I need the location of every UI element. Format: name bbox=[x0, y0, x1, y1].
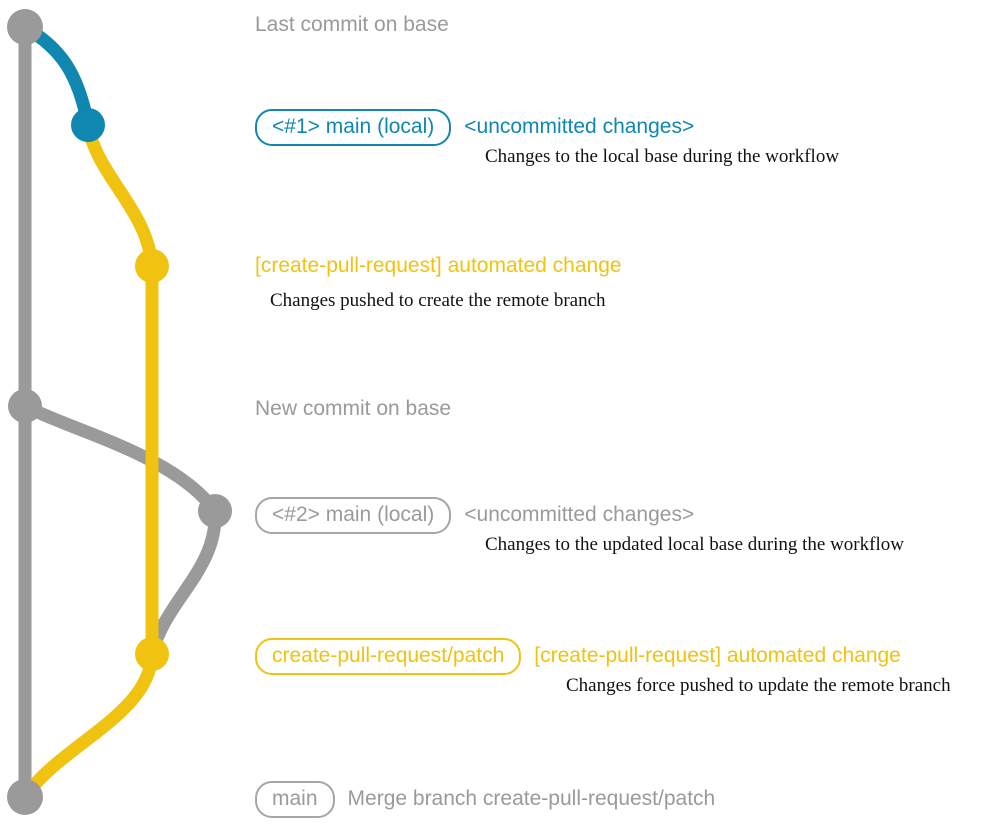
commit-subject: [create-pull-request] automated change bbox=[255, 254, 622, 277]
commit-row-last-commit: Last commit on base bbox=[255, 13, 449, 37]
edge-base-to-merge bbox=[18, 399, 222, 518]
commit-row-new-commit: New commit on base bbox=[255, 397, 451, 421]
commit-subject: <uncommitted changes> bbox=[464, 503, 695, 526]
commit-node-base-2[interactable] bbox=[8, 389, 42, 423]
commit-row-patch-2: create-pull-request/patch [create-pull-r… bbox=[255, 638, 901, 675]
commit-row-patch-1: [create-pull-request] automated change bbox=[255, 254, 622, 278]
edge-patch-to-merge-base bbox=[18, 647, 159, 804]
commit-node-local-2[interactable] bbox=[198, 494, 232, 528]
commit-node-patch-1[interactable] bbox=[135, 249, 169, 283]
commit-row-merge: main Merge branch create-pull-request/pa… bbox=[255, 781, 715, 818]
commit-subject: [create-pull-request] automated change bbox=[534, 644, 901, 667]
ref-chip-main-local-2[interactable]: <#2> main (local) bbox=[255, 497, 452, 534]
commit-node-patch-2[interactable] bbox=[135, 637, 169, 671]
commit-row-local-2: <#2> main (local) <uncommitted changes> bbox=[255, 497, 694, 534]
commit-subject: Merge branch create-pull-request/patch bbox=[347, 787, 716, 810]
commit-node-local-1[interactable] bbox=[71, 108, 105, 142]
annotation-patch-1: Changes pushed to create the remote bran… bbox=[270, 290, 606, 311]
ref-chip-main[interactable]: main bbox=[255, 781, 335, 818]
commit-subject: <uncommitted changes> bbox=[464, 115, 695, 138]
ref-chip-main-local-1[interactable]: <#1> main (local) bbox=[255, 109, 452, 146]
commit-subject: New commit on base bbox=[255, 397, 452, 420]
ref-chip-create-pull-request-patch[interactable]: create-pull-request/patch bbox=[255, 638, 522, 675]
annotation-local-2: Changes to the updated local base during… bbox=[485, 534, 904, 555]
edge-local-to-patch bbox=[81, 118, 159, 273]
annotation-patch-2: Changes force pushed to update the remot… bbox=[566, 675, 951, 696]
commit-node-base-1[interactable] bbox=[7, 9, 43, 45]
commit-subject: Last commit on base bbox=[255, 13, 449, 36]
commit-row-local-1: <#1> main (local) <uncommitted changes> bbox=[255, 109, 694, 146]
commit-node-merge[interactable] bbox=[7, 779, 43, 815]
annotation-local-1: Changes to the local base during the wor… bbox=[485, 146, 840, 167]
